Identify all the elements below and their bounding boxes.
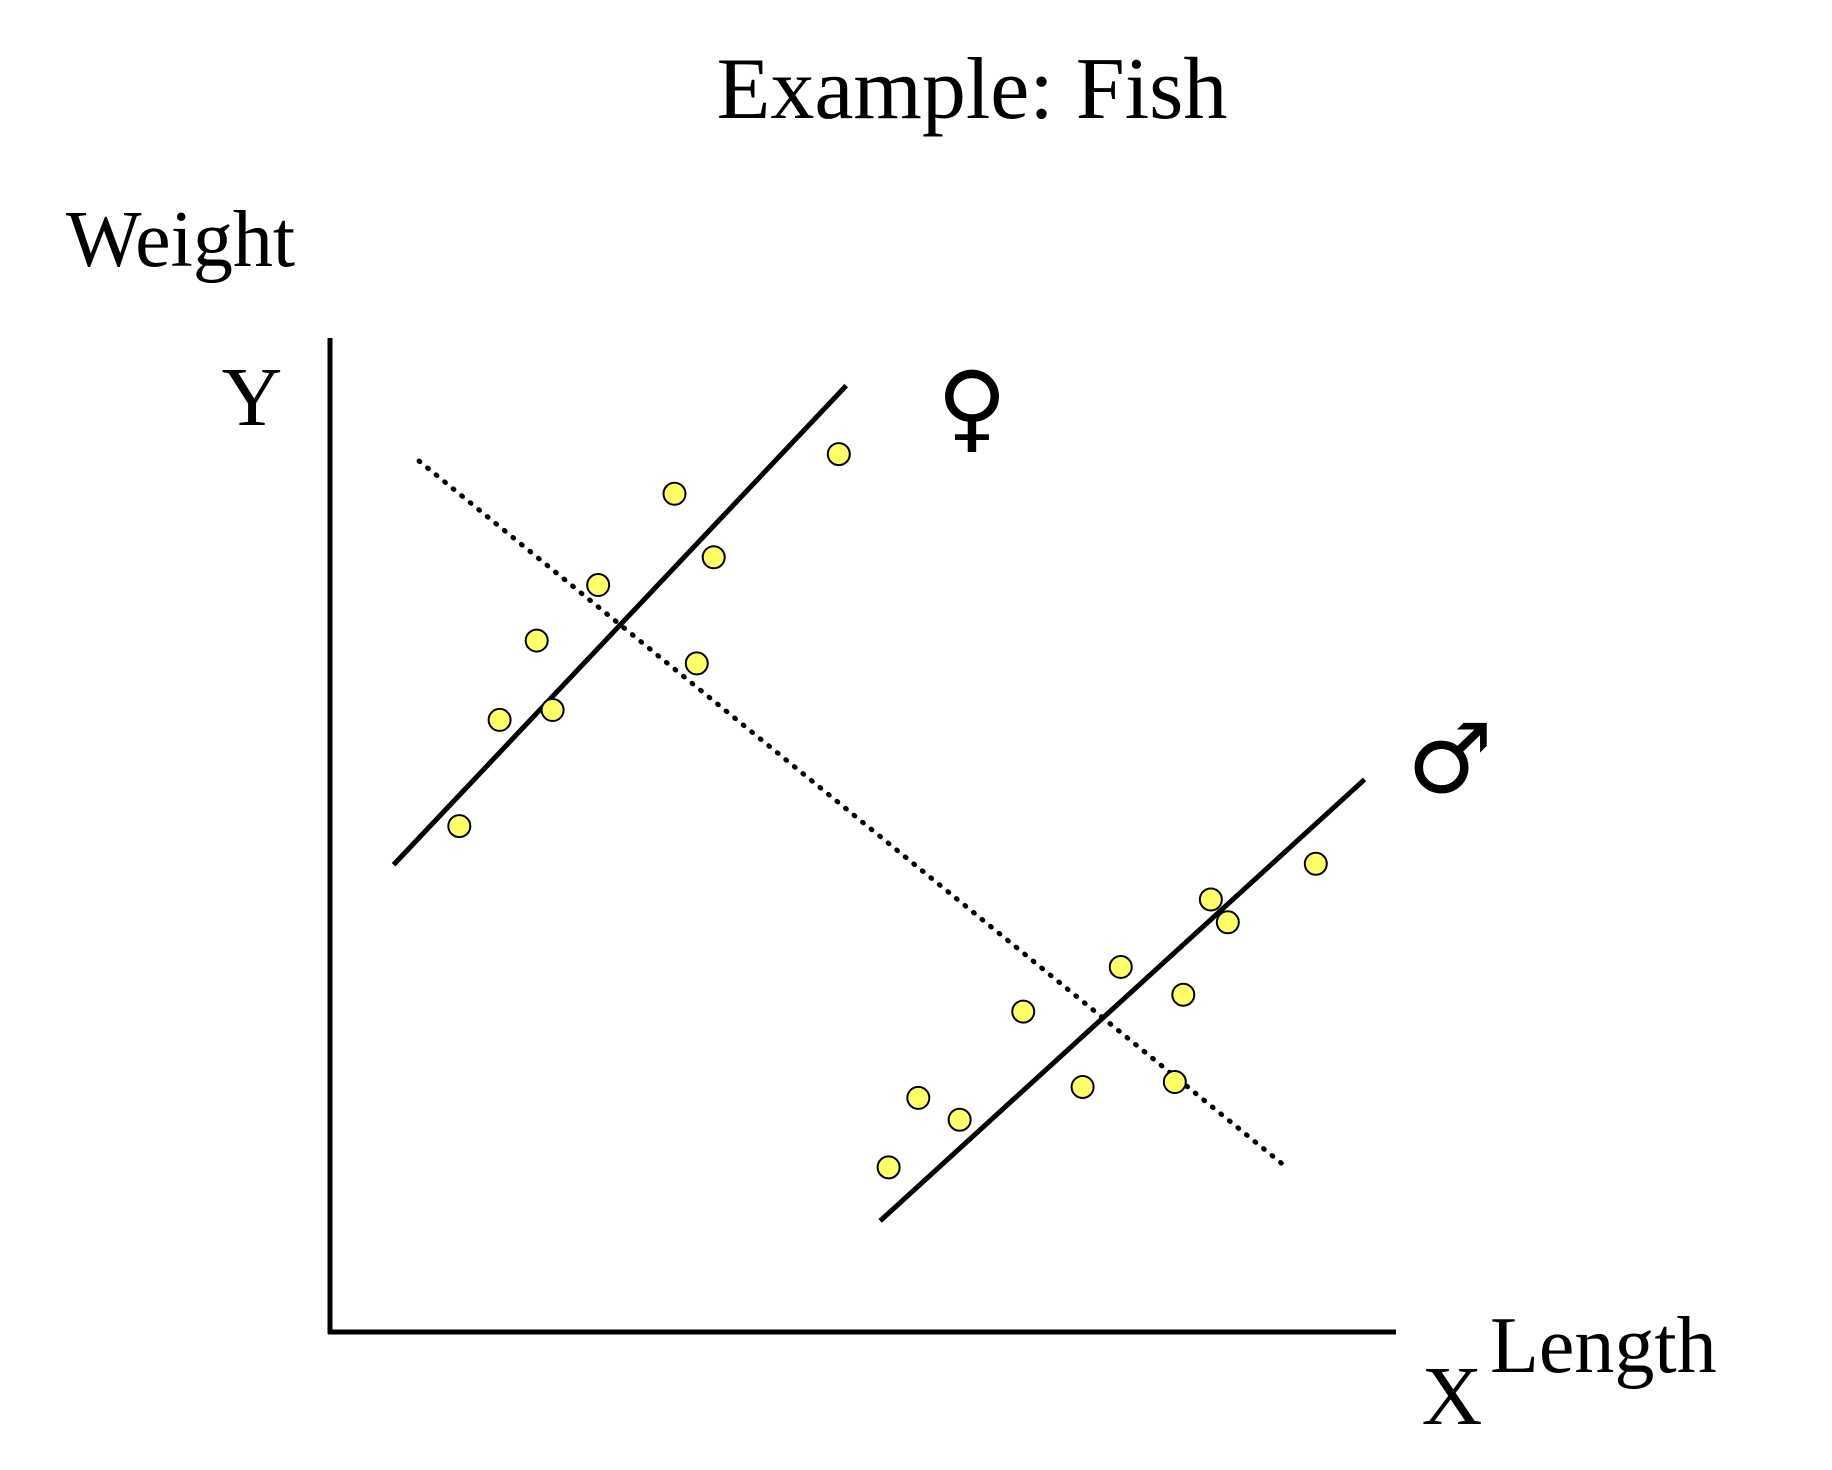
male-symbol: ♂ (1407, 703, 1493, 815)
male-data-point (1171, 982, 1196, 1007)
y-axis-letter: Y (222, 351, 283, 444)
chart-title: Example: Fish (717, 41, 1228, 138)
female-data-point (684, 651, 709, 676)
male-data-point (947, 1107, 972, 1132)
female-data-point (540, 698, 565, 723)
female-data-point (662, 481, 687, 506)
male-data-point (906, 1085, 931, 1110)
female-data-point (524, 628, 549, 653)
y-axis-label: Weight (66, 196, 295, 284)
male-fit-line (878, 777, 1367, 1223)
male-data-point (1162, 1070, 1187, 1095)
male-data-point (1011, 999, 1036, 1024)
male-data-point (1198, 887, 1223, 912)
male-data-point (1108, 954, 1133, 979)
male-data-point (1215, 910, 1240, 935)
female-data-point (447, 814, 472, 839)
male-data-point (1070, 1074, 1095, 1099)
female-data-point (487, 707, 512, 732)
female-symbol: ♀ (937, 351, 1007, 463)
x-axis-letter: X (1422, 1350, 1483, 1443)
dotted-trend-line (416, 458, 1287, 1168)
female-data-point (586, 573, 611, 598)
male-data-point (876, 1155, 901, 1180)
x-axis-label: Length (1490, 1302, 1717, 1390)
female-data-point (701, 545, 726, 570)
female-data-point (826, 442, 851, 467)
male-data-point (1303, 851, 1328, 876)
female-fit-line (391, 383, 849, 867)
plot-layer: ♀♂ (391, 351, 1493, 1223)
